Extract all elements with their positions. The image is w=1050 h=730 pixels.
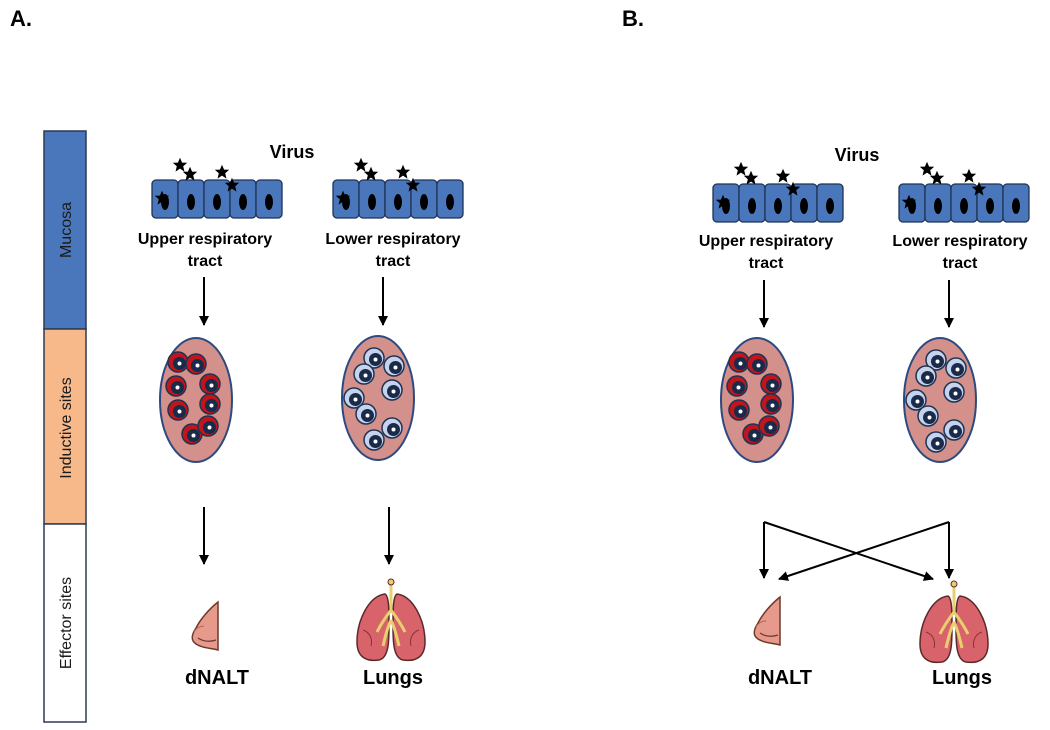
virus-star-icon bbox=[929, 170, 945, 185]
lymphocyte-core bbox=[736, 385, 741, 390]
virus-star-icon bbox=[182, 166, 198, 181]
lymph-node-urt-b bbox=[720, 337, 794, 463]
virus-star-icon bbox=[919, 161, 935, 176]
lymphocyte-core bbox=[373, 439, 378, 444]
urt-label-a-line2: tract bbox=[188, 253, 223, 270]
band-inductive-sites-label: Inductive sites bbox=[58, 377, 75, 478]
lymphocyte-core bbox=[195, 363, 200, 368]
band-inductive-sites bbox=[43, 328, 87, 525]
lymphocyte-core bbox=[953, 391, 958, 396]
virus-star-icon bbox=[961, 168, 977, 183]
lymphocyte-core bbox=[935, 441, 940, 446]
panel-b-label: B. bbox=[622, 6, 644, 31]
nose-icon bbox=[191, 600, 219, 651]
lymphocyte-core bbox=[756, 363, 761, 368]
virus-label-b: Virus bbox=[835, 145, 880, 165]
virus-star-icon bbox=[363, 166, 379, 181]
cell-nucleus bbox=[265, 194, 273, 210]
epithelium-lower-b bbox=[898, 161, 1030, 223]
lymphocyte-core bbox=[209, 403, 214, 408]
nose-icon bbox=[753, 595, 781, 646]
lymphocyte-core bbox=[768, 425, 773, 430]
lrt-label-a-line2: tract bbox=[376, 253, 411, 270]
sidebar: Mucosa Inductive sites Effector sites bbox=[43, 130, 87, 723]
lymphocyte-core bbox=[191, 433, 196, 438]
lymphocyte-core bbox=[953, 429, 958, 434]
dnalt-label-b: dNALT bbox=[748, 667, 812, 689]
panel-a-label: A. bbox=[10, 6, 32, 31]
lymphocyte-core bbox=[177, 361, 182, 366]
lymphocyte-core bbox=[935, 359, 940, 364]
cell-nucleus bbox=[420, 194, 428, 210]
cell-nucleus bbox=[213, 194, 221, 210]
band-effector-sites bbox=[43, 523, 87, 723]
band-mucosa bbox=[43, 130, 87, 330]
cell-nucleus bbox=[960, 198, 968, 214]
lymphocyte-core bbox=[770, 403, 775, 408]
urt-label-b-line1: Upper respiratory bbox=[699, 233, 833, 250]
lymphocyte-core bbox=[752, 433, 757, 438]
lymphocyte-core bbox=[391, 389, 396, 394]
dnalt-label-a: dNALT bbox=[185, 667, 249, 689]
virus-star-icon bbox=[743, 170, 759, 185]
lymphocyte-core bbox=[175, 385, 180, 390]
cell-nucleus bbox=[394, 194, 402, 210]
lymphocyte-core bbox=[393, 365, 398, 370]
virus-label-a: Virus bbox=[270, 142, 315, 162]
cell-nucleus bbox=[826, 198, 834, 214]
lymphocyte-core bbox=[955, 367, 960, 372]
arrow-cross-to-dnalt-b bbox=[778, 521, 950, 581]
epithelium-upper-a bbox=[151, 157, 283, 219]
lymphocyte-core bbox=[915, 399, 920, 404]
lymph-node-urt-a bbox=[159, 337, 233, 463]
cell-nucleus bbox=[748, 198, 756, 214]
virus-star-icon bbox=[733, 161, 749, 176]
lymphocyte-core bbox=[391, 427, 396, 432]
cell-nucleus bbox=[934, 198, 942, 214]
lymphocyte-core bbox=[927, 415, 932, 420]
lymphocyte-core bbox=[738, 361, 743, 366]
lungs-icon bbox=[356, 578, 426, 662]
lymphocyte-core bbox=[925, 375, 930, 380]
epithelium-upper-b bbox=[712, 161, 844, 223]
lymph-node-lrt-b bbox=[903, 337, 977, 463]
arrow-cross-to-lungs-b bbox=[763, 521, 934, 581]
urt-label-a-line1: Upper respiratory bbox=[138, 231, 272, 248]
lymphocyte-core bbox=[353, 397, 358, 402]
urt-label-b-line2: tract bbox=[749, 255, 784, 272]
lymphocyte-core bbox=[177, 409, 182, 414]
virus-star-icon bbox=[172, 157, 188, 172]
lymphocyte-core bbox=[365, 413, 370, 418]
lungs-icon bbox=[919, 580, 989, 664]
lymphocyte-core bbox=[207, 425, 212, 430]
lymphocyte-core bbox=[209, 383, 214, 388]
epithelium-lower-a bbox=[332, 157, 464, 219]
cell-nucleus bbox=[774, 198, 782, 214]
virus-star-icon bbox=[395, 164, 411, 179]
virus-star-icon bbox=[775, 168, 791, 183]
cell-nucleus bbox=[368, 194, 376, 210]
virus-star-icon bbox=[353, 157, 369, 172]
cell-nucleus bbox=[1012, 198, 1020, 214]
lrt-label-b-line1: Lower respiratory bbox=[892, 233, 1027, 250]
lymphocyte-core bbox=[770, 383, 775, 388]
lungs-label-b: Lungs bbox=[932, 667, 992, 689]
cell-nucleus bbox=[187, 194, 195, 210]
lymph-node-lrt-a bbox=[341, 335, 415, 461]
cell-nucleus bbox=[446, 194, 454, 210]
band-mucosa-label: Mucosa bbox=[58, 202, 75, 258]
cell-nucleus bbox=[986, 198, 994, 214]
cell-nucleus bbox=[800, 198, 808, 214]
lymphocyte-core bbox=[738, 409, 743, 414]
lrt-label-b-line2: tract bbox=[943, 255, 978, 272]
cell-nucleus bbox=[239, 194, 247, 210]
lymphocyte-core bbox=[363, 373, 368, 378]
band-effector-sites-label: Effector sites bbox=[58, 577, 75, 669]
lrt-label-a-line1: Lower respiratory bbox=[325, 231, 460, 248]
lymphocyte-core bbox=[373, 357, 378, 362]
lungs-label-a: Lungs bbox=[363, 667, 423, 689]
virus-star-icon bbox=[214, 164, 230, 179]
